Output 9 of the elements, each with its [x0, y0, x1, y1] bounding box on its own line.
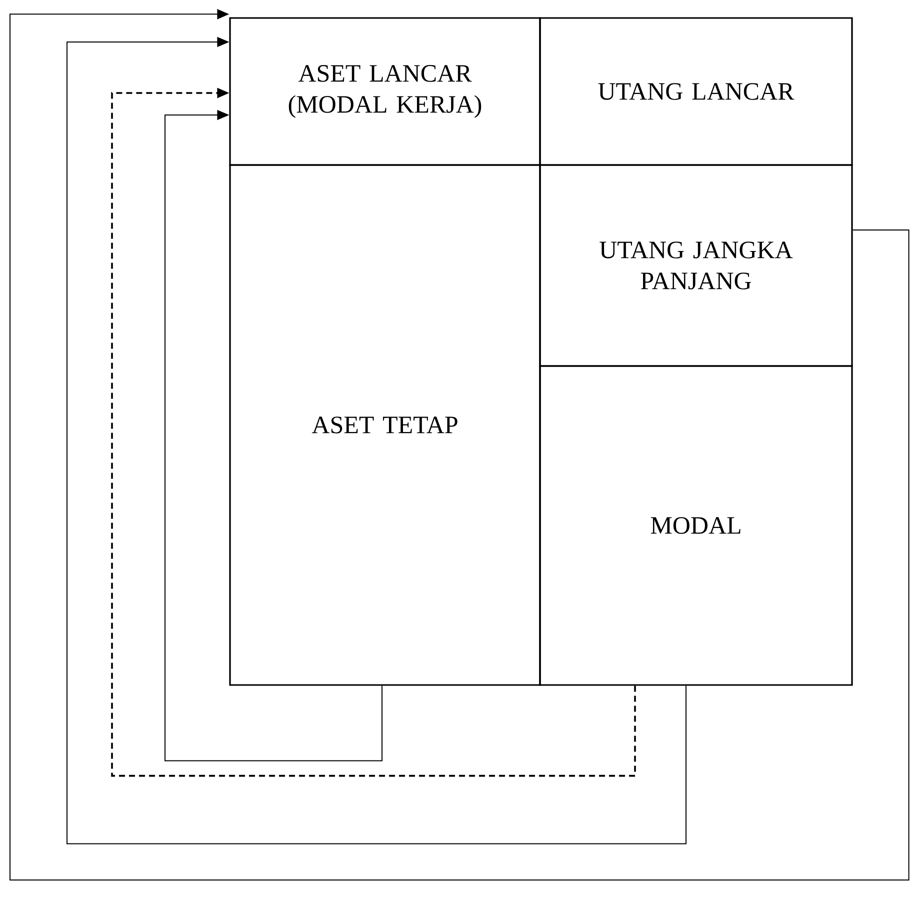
table-cell: UTANG LANCAR [539, 17, 853, 166]
arrow [111, 88, 636, 777]
table-cell: ASET TETAP [229, 164, 541, 686]
arrow [10, 9, 910, 880]
arrow [66, 36, 686, 844]
table-cell: ASET LANCAR (MODAL KERJA) [229, 17, 541, 166]
table-cell: UTANG JANGKA PANJANG [539, 164, 853, 367]
table-cell: MODAL [539, 365, 853, 686]
arrow [164, 110, 382, 762]
